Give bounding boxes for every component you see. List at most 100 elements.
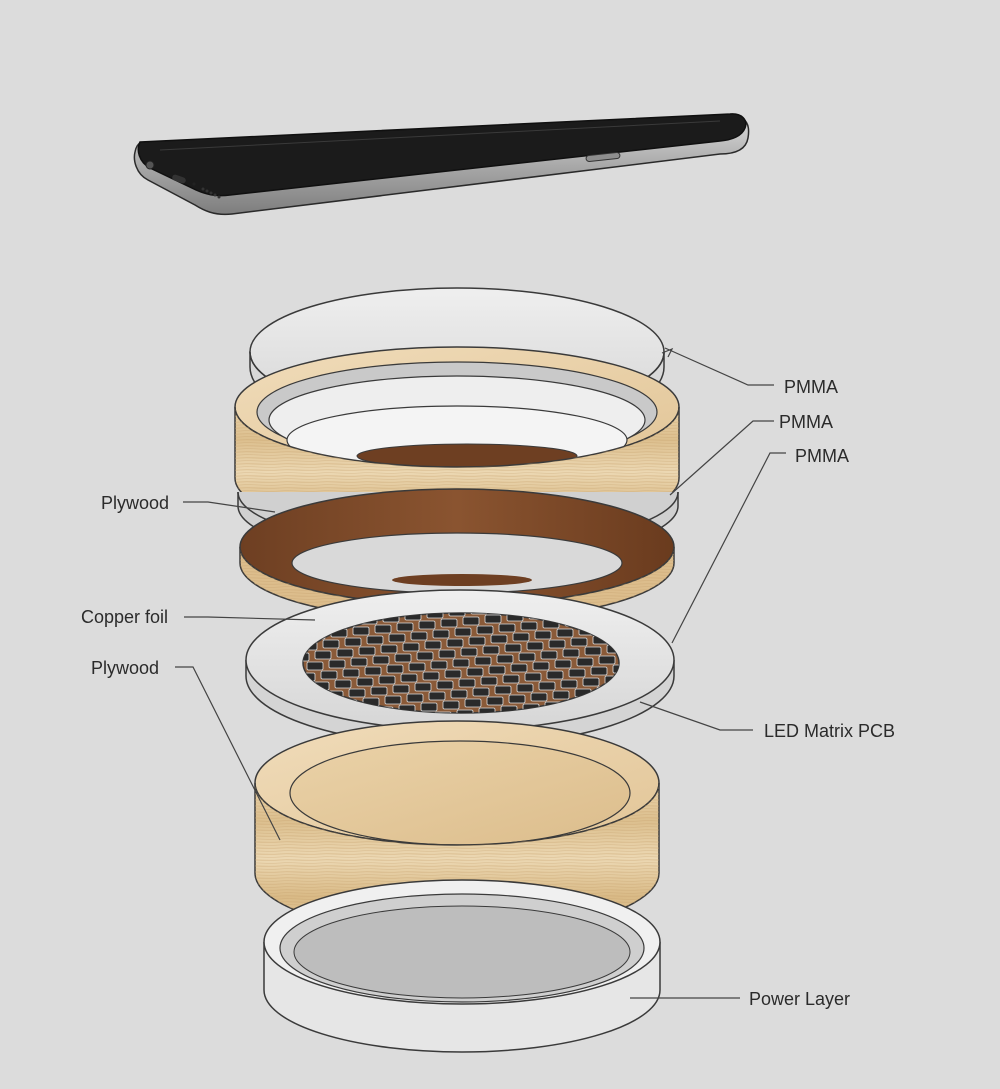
led-chip — [374, 624, 392, 634]
led-chip — [424, 640, 442, 650]
led-chip — [396, 622, 414, 632]
led-chip — [480, 676, 498, 686]
led-chip — [568, 668, 586, 678]
led-chip — [372, 655, 390, 665]
led-chip — [434, 711, 452, 713]
led-chip — [464, 698, 482, 708]
led-chip — [436, 680, 454, 690]
led-chip — [388, 633, 406, 643]
led-chip — [504, 643, 522, 653]
led-chip — [438, 649, 456, 659]
led-chip — [484, 614, 502, 624]
led-chip — [590, 666, 608, 676]
label-pmma-middle: PMMA — [779, 412, 833, 432]
led-chip — [538, 681, 556, 691]
led-chip — [530, 692, 548, 702]
led-chip — [482, 645, 500, 655]
led-chip — [570, 637, 588, 647]
leader-plywood-upper — [183, 501, 276, 513]
led-chip — [358, 646, 376, 656]
led-chip — [406, 693, 424, 703]
led-chip — [334, 679, 352, 689]
leader-lines — [175, 347, 786, 999]
led-chip — [428, 691, 446, 701]
led-chip — [454, 627, 472, 637]
led-chip — [432, 629, 450, 639]
led-chip — [392, 684, 410, 694]
leader-plywood-lower — [175, 666, 281, 841]
led-chip — [496, 654, 514, 664]
led-chip — [556, 628, 574, 638]
led-chip — [348, 688, 366, 698]
led-chip — [306, 661, 324, 671]
led-chip — [344, 637, 362, 647]
led-chip — [342, 668, 360, 678]
led-chip — [486, 696, 504, 706]
led-chip — [414, 682, 432, 692]
led-chip — [466, 667, 484, 677]
led-chip — [512, 632, 530, 642]
plywood-upper-ring — [234, 346, 680, 539]
led-chip — [677, 690, 693, 698]
led-chip — [410, 631, 428, 641]
label-pmma-lower: PMMA — [795, 446, 849, 466]
led-chip — [498, 623, 516, 633]
led-chip — [402, 642, 420, 652]
led-chip — [336, 648, 354, 658]
led-chip — [430, 660, 448, 670]
led-chip — [364, 666, 382, 676]
led-chip — [450, 689, 468, 699]
label-plywood-upper: Plywood — [101, 493, 170, 513]
led-chip — [352, 626, 370, 636]
led-chip — [532, 661, 550, 671]
led-chip — [452, 658, 470, 668]
led-chip — [328, 659, 346, 669]
led-chip — [366, 635, 384, 645]
led-chip — [582, 677, 600, 687]
led-chip — [322, 639, 340, 649]
led-chip — [516, 683, 534, 693]
led-chip — [598, 655, 616, 665]
led-chip — [458, 678, 476, 688]
led-chip — [488, 665, 506, 675]
led-chip — [384, 695, 402, 705]
led-chip — [540, 650, 558, 660]
led-chip — [444, 669, 462, 679]
led-chip — [378, 675, 396, 685]
led-chip — [356, 677, 374, 687]
led-chip — [508, 694, 526, 704]
led-chip — [494, 685, 512, 695]
leader-pmma-top — [664, 347, 774, 386]
led-chip — [510, 663, 528, 673]
led-chip — [420, 702, 438, 712]
led-chip — [462, 616, 480, 626]
smartphone — [133, 113, 750, 216]
led-chip — [386, 664, 404, 674]
led-chip — [448, 613, 466, 617]
led-chip — [524, 672, 542, 682]
led-chip — [476, 625, 494, 635]
led-chip — [400, 673, 418, 683]
led-chip — [456, 709, 474, 713]
label-plywood-lower: Plywood — [91, 658, 160, 678]
led-chip — [468, 636, 486, 646]
label-power-layer: Power Layer — [749, 989, 851, 1009]
led-chip — [440, 618, 458, 628]
led-grid — [229, 613, 693, 713]
led-chip — [534, 630, 552, 640]
led-chip — [442, 700, 460, 710]
led-matrix-pcb — [229, 589, 693, 747]
label-pmma-top: PMMA — [784, 377, 838, 397]
led-chip — [380, 644, 398, 654]
led-chip — [470, 613, 488, 615]
led-chip — [314, 650, 332, 660]
led-chip — [474, 656, 492, 666]
led-chip — [562, 648, 580, 658]
led-chip — [320, 670, 338, 680]
led-chip — [350, 657, 368, 667]
led-chip — [546, 670, 564, 680]
label-led-matrix-pcb: LED Matrix PCB — [764, 721, 896, 741]
led-chip — [554, 659, 572, 669]
led-chip — [548, 639, 566, 649]
led-chip — [229, 628, 245, 636]
